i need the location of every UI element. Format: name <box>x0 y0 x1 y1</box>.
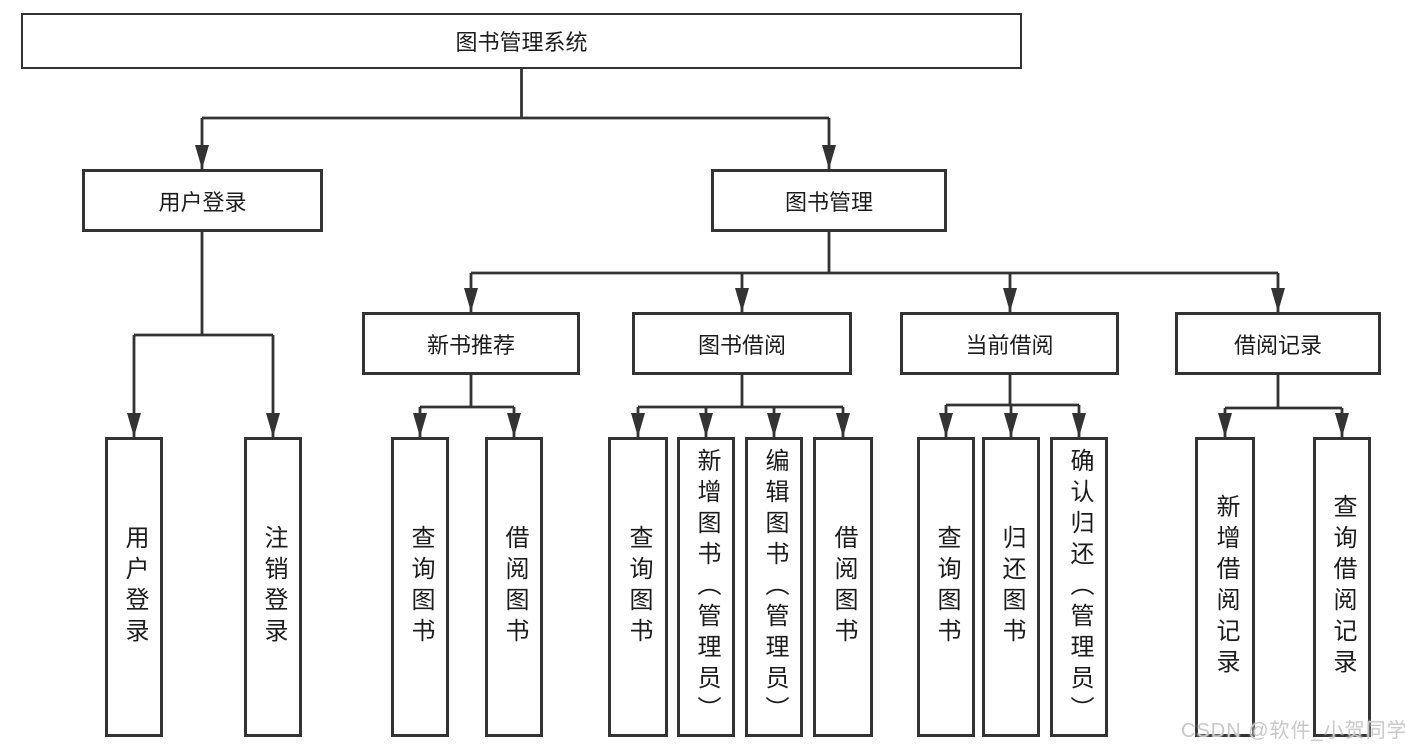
leaf-nb-query-books-label: 查询图书 <box>407 525 434 649</box>
new-books-label: 新书推荐 <box>426 332 515 358</box>
leaf-bb-edit-books-admin-label: 编辑图书（管理员） <box>761 447 788 727</box>
user-login-label: 用户登录 <box>158 189 247 215</box>
node-book-mgmt: 图书管理 <box>711 169 947 232</box>
node-root-title: 图书管理系统 <box>21 13 1022 69</box>
leaf-cb-return-books: 归还图书 <box>982 437 1040 737</box>
node-current-borrow: 当前借阅 <box>900 312 1119 375</box>
leaf-logout-label: 注销登录 <box>260 525 287 649</box>
leaf-nb-borrow-books: 借阅图书 <box>485 437 543 737</box>
leaf-cb-confirm-return-admin: 确认归还（管理员） <box>1050 437 1108 737</box>
leaf-cb-query-books-label: 查询图书 <box>933 525 960 649</box>
csdn-watermark: CSDN @软件_小贺同学 <box>1181 720 1405 742</box>
leaf-bb-add-books-admin-label: 新增图书（管理员） <box>693 447 720 727</box>
leaf-bb-borrow-books-label: 借阅图书 <box>830 525 857 649</box>
connector-user-login-trunk <box>134 232 273 337</box>
connector-book-mgmt-trunk <box>471 232 1278 275</box>
leaf-br-add-record: 新增借阅记录 <box>1195 437 1255 737</box>
root-title-label: 图书管理系统 <box>455 30 588 55</box>
connector-borrowing-trunk <box>638 375 843 409</box>
leaf-br-add-record-label: 新增借阅记录 <box>1212 494 1239 680</box>
connector-new-books-trunk <box>420 375 514 409</box>
leaf-bb-query-books: 查询图书 <box>608 437 668 737</box>
current-borrow-label: 当前借阅 <box>965 332 1054 358</box>
leaf-bb-add-books-admin: 新增图书（管理员） <box>677 437 735 737</box>
leaf-cb-return-books-label: 归还图书 <box>998 525 1025 649</box>
borrow-records-label: 借阅记录 <box>1233 332 1322 358</box>
book-mgmt-label: 图书管理 <box>784 189 873 215</box>
leaf-nb-query-books: 查询图书 <box>391 437 449 737</box>
connector-current-trunk <box>946 375 1079 407</box>
node-borrowing: 图书借阅 <box>632 312 852 375</box>
leaf-user-login: 用户登录 <box>105 437 163 737</box>
connector-records-trunk <box>1225 375 1342 410</box>
leaf-bb-edit-books-admin: 编辑图书（管理员） <box>745 437 803 737</box>
leaf-br-query-record: 查询借阅记录 <box>1313 437 1371 737</box>
leaf-br-query-record-label: 查询借阅记录 <box>1329 494 1356 680</box>
leaf-user-login-label: 用户登录 <box>121 525 148 649</box>
leaf-bb-query-books-label: 查询图书 <box>625 525 652 649</box>
leaf-logout: 注销登录 <box>244 437 302 737</box>
node-user-login: 用户登录 <box>82 169 323 232</box>
leaf-cb-confirm-return-admin-label: 确认归还（管理员） <box>1066 447 1093 727</box>
node-borrow-records: 借阅记录 <box>1175 312 1381 375</box>
connector-root-trunk <box>202 69 829 120</box>
leaf-nb-borrow-books-label: 借阅图书 <box>501 525 528 649</box>
leaf-cb-query-books: 查询图书 <box>917 437 975 737</box>
borrowing-label: 图书借阅 <box>697 332 786 358</box>
leaf-bb-borrow-books: 借阅图书 <box>813 437 873 737</box>
node-new-books: 新书推荐 <box>362 312 580 375</box>
